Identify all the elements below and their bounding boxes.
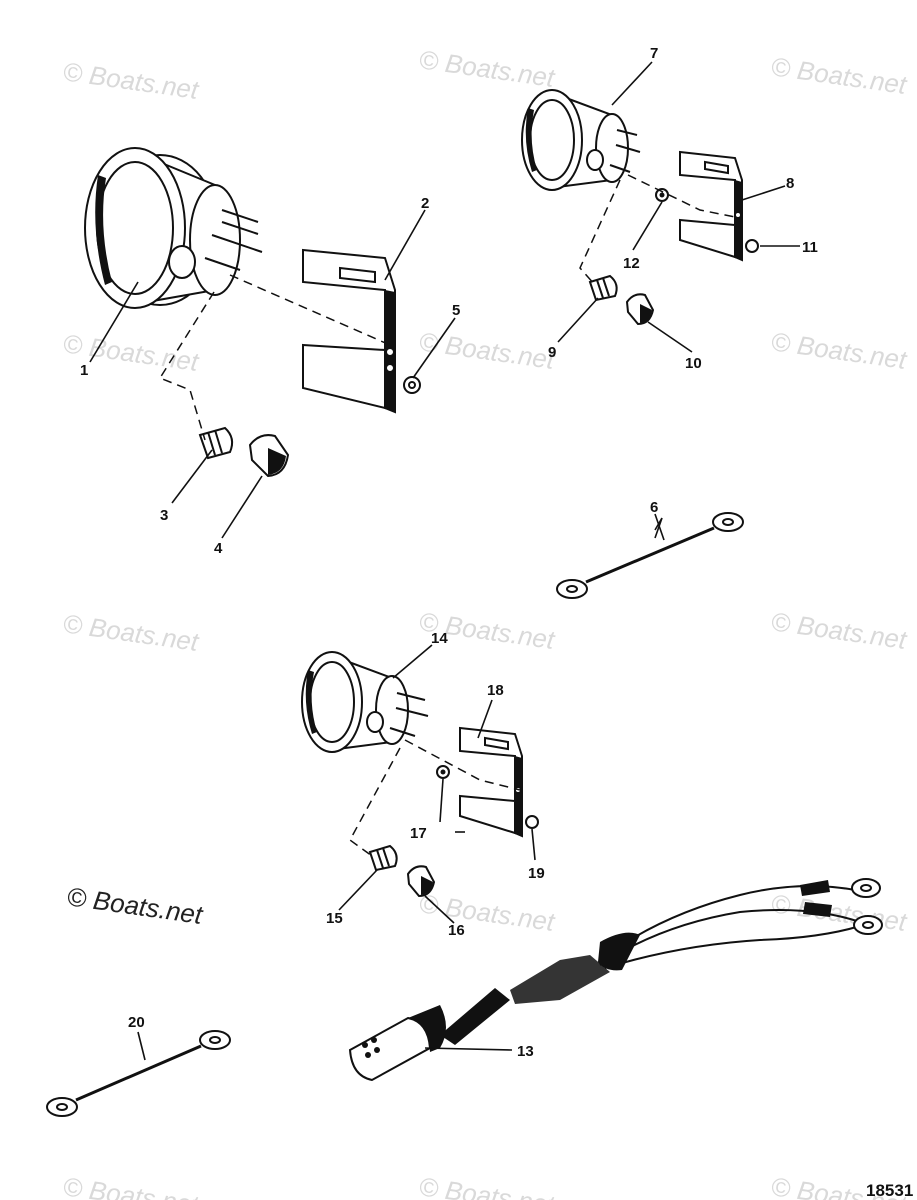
leader-line [384,209,426,281]
gauge-small-7 [521,89,641,191]
ground-lead-6 [556,512,744,599]
bracket-18 [459,726,523,838]
leader-line [741,185,786,201]
leader-line [557,297,599,343]
washer-12 [655,188,669,202]
watermark: © Boats.net [769,606,910,655]
assembly-line [404,739,521,791]
leader-line [424,1047,513,1051]
watermark: © Boats.net [61,56,202,105]
leader-line [439,778,444,823]
callout-19: 19 [528,865,545,882]
watermark: © Boats.net [61,608,202,657]
leader-line [424,895,455,924]
watermark: © Boats.net [417,1171,558,1200]
leader-line [221,475,263,539]
watermark: © Boats.net [417,888,558,937]
watermark: © Boats.net [417,44,558,93]
assembly-line [158,291,215,441]
watermark: © Boats.net [769,888,910,937]
callout-12: 12 [623,255,640,272]
callout-13: 13 [517,1043,534,1060]
callout-15: 15 [326,910,343,927]
callout-16: 16 [448,922,465,939]
callout-18: 18 [487,682,504,699]
callout-9: 9 [548,344,556,361]
leader-line [647,321,693,353]
callout-labels: 1 2 3 4 5 6 7 8 9 10 11 12 13 14 15 16 1… [80,45,818,1060]
callout-4: 4 [214,540,223,557]
gauge-large [84,147,263,309]
gauge-small-14 [301,651,429,753]
bulb-socket-3 [198,426,234,460]
leader-line [632,201,663,251]
diagram-number: 18531 [866,1181,913,1200]
leader-line [654,517,663,539]
leader-line [89,281,139,363]
assembly-line [579,179,621,286]
bulb-socket-15 [368,844,398,872]
bulb-10 [625,293,655,326]
callout-5: 5 [452,302,460,319]
leader-line [392,644,433,679]
washer-17 [436,765,450,779]
callout-8: 8 [786,175,794,192]
callout-1: 1 [80,362,88,379]
bracket-large [302,248,396,414]
bracket-8 [679,150,743,262]
nut-5 [403,376,421,394]
callout-3: 3 [160,507,168,524]
callout-2: 2 [421,195,429,212]
callout-11: 11 [802,239,818,256]
watermark: © Boats.net [769,326,910,375]
leader-line [137,1031,146,1061]
watermark-dark: © Boats.net [65,881,206,930]
bulb-16 [406,865,436,898]
callout-6: 6 [650,499,658,516]
watermark: © Boats.net [61,1171,202,1200]
watermark: © Boats.net [417,326,558,375]
callout-7: 7 [650,45,658,62]
callout-10: 10 [685,355,702,372]
bulb-socket-9 [588,274,618,302]
leader-line [531,828,536,861]
leader-line [611,61,653,106]
ground-lead-20 [46,1030,231,1117]
assembly-line [349,747,401,857]
leader-line [477,699,493,739]
bulb-4 [248,434,290,478]
watermark: © Boats.net [769,51,910,100]
nut-11 [745,239,759,253]
leader-line [654,513,665,541]
assembly-line [627,174,741,219]
leader-line [171,449,213,504]
callout-14: 14 [431,630,448,647]
wiring-harness-13 [348,878,883,1082]
leader-line [412,317,456,379]
nut-19 [525,815,539,829]
callout-17: 17 [410,825,427,842]
leader-line [338,869,378,911]
callout-20: 20 [128,1014,145,1031]
